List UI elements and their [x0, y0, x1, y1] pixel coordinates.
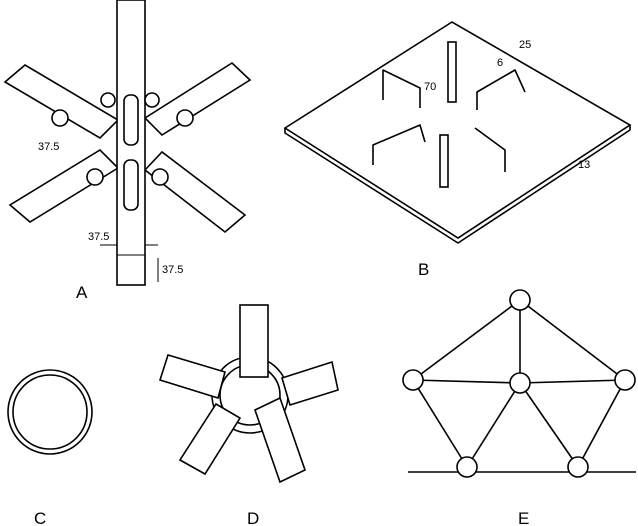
dimension-label: 37.5: [38, 141, 59, 153]
arm-upper-right: [143, 61, 252, 137]
tube-lower-right: [254, 396, 306, 484]
ring-outer: [7, 369, 93, 455]
node-ring: [509, 289, 531, 311]
tube-left: [158, 354, 226, 400]
panel-label-c: C: [34, 509, 46, 526]
ring-inner: [12, 374, 88, 450]
node-ring: [567, 456, 589, 478]
arm-lower-right: [143, 150, 247, 234]
angle-bracket: [372, 124, 426, 165]
panel-label-b: B: [418, 260, 429, 279]
base-plate: [283, 21, 632, 239]
node-ring: [456, 456, 478, 478]
panel-b-base-plate-drawing: 25 6 70 13 B: [283, 21, 632, 279]
dimension-label-6: 6: [497, 57, 503, 69]
arm-lower-left: [8, 148, 120, 223]
panel-d-ring-joint-drawing: D: [158, 304, 339, 526]
dimension-label-70: 70: [424, 81, 436, 93]
bolt: [176, 109, 194, 127]
bolt: [151, 168, 169, 186]
panel-a-joint-drawing: 37.5 37.5 37.5 A: [3, 0, 252, 302]
fin-plate: [447, 41, 457, 103]
panel-label-a: A: [76, 283, 88, 302]
bolt: [144, 92, 160, 108]
bolt: [100, 92, 116, 108]
node-ring: [509, 372, 531, 394]
tube-top: [239, 304, 269, 378]
connector-plate-top: [123, 94, 139, 146]
panel-label-d: D: [247, 509, 259, 526]
tube-right: [281, 360, 339, 407]
angle-bracket: [476, 69, 526, 110]
dimension-label: 37.5: [88, 231, 109, 243]
angle-bracket: [474, 127, 506, 172]
dimension-label-25: 25: [519, 39, 531, 51]
panel-e-truss-drawing: E: [402, 289, 636, 526]
node-ring: [614, 369, 636, 391]
tube-lower-left: [178, 402, 242, 476]
node-ring: [402, 369, 424, 391]
dimension-label-13: 13: [578, 159, 590, 171]
bolt: [51, 109, 69, 127]
bolt: [86, 168, 104, 186]
panel-label-e: E: [518, 509, 529, 526]
dimension-label: 37.5: [162, 264, 183, 276]
angle-bracket: [382, 69, 421, 108]
panel-c-ring-drawing: C: [7, 369, 93, 526]
connector-plate-bottom: [123, 159, 139, 211]
fin-plate: [439, 134, 449, 188]
plate-edge: [284, 125, 631, 244]
